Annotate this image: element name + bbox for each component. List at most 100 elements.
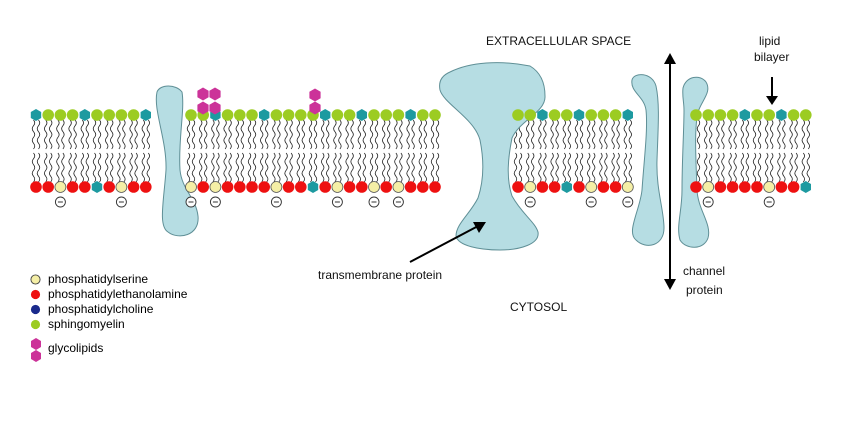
glycolipids <box>197 87 321 115</box>
lipid-tail <box>616 119 620 150</box>
glycolipid-sugar-icon <box>209 101 221 115</box>
lipid-tail <box>801 119 805 150</box>
lipid-tail <box>801 152 805 183</box>
teal-lipid-head <box>356 109 367 121</box>
lipid-tail <box>579 152 584 183</box>
phosphatidylethanolamine-head <box>417 181 429 193</box>
sphingomyelin-head <box>561 109 573 121</box>
phosphatidylethanolamine-swatch <box>30 289 41 300</box>
lipid-tail <box>728 152 732 183</box>
lipid-tail <box>289 119 293 150</box>
lipid-tail <box>387 119 391 150</box>
teal-lipid-head <box>259 109 270 121</box>
lipid-tail <box>186 152 191 183</box>
sphingomyelin-head <box>343 109 356 121</box>
channel-arrow-down-head <box>664 279 676 290</box>
phosphatidylethanolamine-head <box>319 181 332 193</box>
lipid-tail <box>345 152 349 183</box>
teal-lipid-head <box>561 181 572 193</box>
sphingomyelin-head <box>787 109 800 121</box>
lipid-tail <box>204 119 208 150</box>
teal-lipid-head <box>30 109 42 121</box>
sphingomyelin-head <box>91 109 103 121</box>
lipid-tail <box>794 152 798 183</box>
phosphatidylethanolamine-head <box>127 181 140 193</box>
lipid-tail <box>374 119 379 150</box>
lipid-tail <box>247 152 252 183</box>
phosphatidylethanolamine-head <box>573 181 585 193</box>
sphingomyelin-head <box>66 109 79 121</box>
phosphatidylethanolamine-head <box>429 181 441 193</box>
phosphatidylethanolamine-head <box>751 181 763 193</box>
cytosol-label: CYTOSOL <box>510 300 568 314</box>
lipid-tail <box>716 152 720 183</box>
sphingomyelin-head <box>270 109 283 121</box>
lipid-tail <box>623 152 627 183</box>
phosphatidylserine-head <box>763 181 776 193</box>
teal-lipid-head <box>739 109 750 121</box>
lipid-tail <box>31 152 36 183</box>
lipid-tail <box>733 152 737 183</box>
sphingomyelin-head <box>609 109 622 121</box>
lipid-tail <box>513 152 518 183</box>
lipid-tail <box>592 119 596 150</box>
lipid-tail <box>117 152 121 183</box>
lipid-tail <box>628 152 632 183</box>
lipid-tail <box>382 119 386 150</box>
lipid-tail <box>134 152 138 183</box>
sphingomyelin-head <box>751 109 763 121</box>
lipid-tail <box>765 152 769 183</box>
lipid-tail <box>362 119 366 150</box>
lipid-tail <box>721 119 725 150</box>
lipid-tail <box>592 152 596 183</box>
lipid-tail <box>211 119 215 150</box>
lipid-tail <box>146 119 150 150</box>
phosphatidylserine-head <box>392 181 405 193</box>
lipid-bilayer-arrow-head <box>766 96 778 105</box>
lipid-tail <box>105 119 109 150</box>
lipid-tail <box>308 119 313 150</box>
lipid-tail <box>80 152 84 183</box>
phosphatidylethanolamine-head <box>380 181 393 193</box>
lipid-tail <box>709 119 713 150</box>
phosphatidylethanolamine-head <box>787 181 800 193</box>
lipid-tail <box>382 152 386 183</box>
lipid-tail <box>326 119 330 150</box>
lipid-tail <box>574 152 579 183</box>
lipid-tail <box>704 152 708 183</box>
lipid-tail <box>61 152 65 183</box>
lipid-tail <box>308 152 313 183</box>
lipid-tail <box>752 152 757 183</box>
lipid-tail <box>728 119 732 150</box>
lipid-tail <box>399 152 403 183</box>
lipid-tail <box>543 152 547 183</box>
lipid-tail <box>36 119 41 150</box>
lipid-tail <box>73 152 77 183</box>
legend-label: glycolipids <box>48 341 104 355</box>
phosphatidylethanolamine-head <box>246 181 258 193</box>
lipid-tail <box>110 119 114 150</box>
lipid-tail <box>362 152 366 183</box>
sphingomyelin-head <box>380 109 393 121</box>
teal-lipid-head <box>405 109 416 121</box>
lipid-tail <box>599 152 603 183</box>
lipid-tail <box>789 119 793 150</box>
lipid-heads <box>30 109 812 208</box>
legend-label: sphingomyelin <box>48 317 125 331</box>
lipid-tail <box>579 119 584 150</box>
lipid-tail <box>430 119 435 150</box>
sphingomyelin-head <box>763 109 775 121</box>
lipid-tail <box>562 119 566 150</box>
lipid-tail <box>696 152 701 183</box>
lipid-tail <box>191 119 196 150</box>
lipid-tail <box>333 119 337 150</box>
lipid-tail <box>531 152 535 183</box>
lipid-tail <box>587 119 591 150</box>
lipid-tail <box>394 152 398 183</box>
teal-lipid-head <box>573 109 585 121</box>
glycolipid-sugar-icon <box>309 101 321 115</box>
lipid-tail <box>277 152 281 183</box>
lipid-tail <box>117 119 121 150</box>
phosphatidylserine-head <box>368 181 380 193</box>
sphingomyelin-head <box>246 109 258 121</box>
